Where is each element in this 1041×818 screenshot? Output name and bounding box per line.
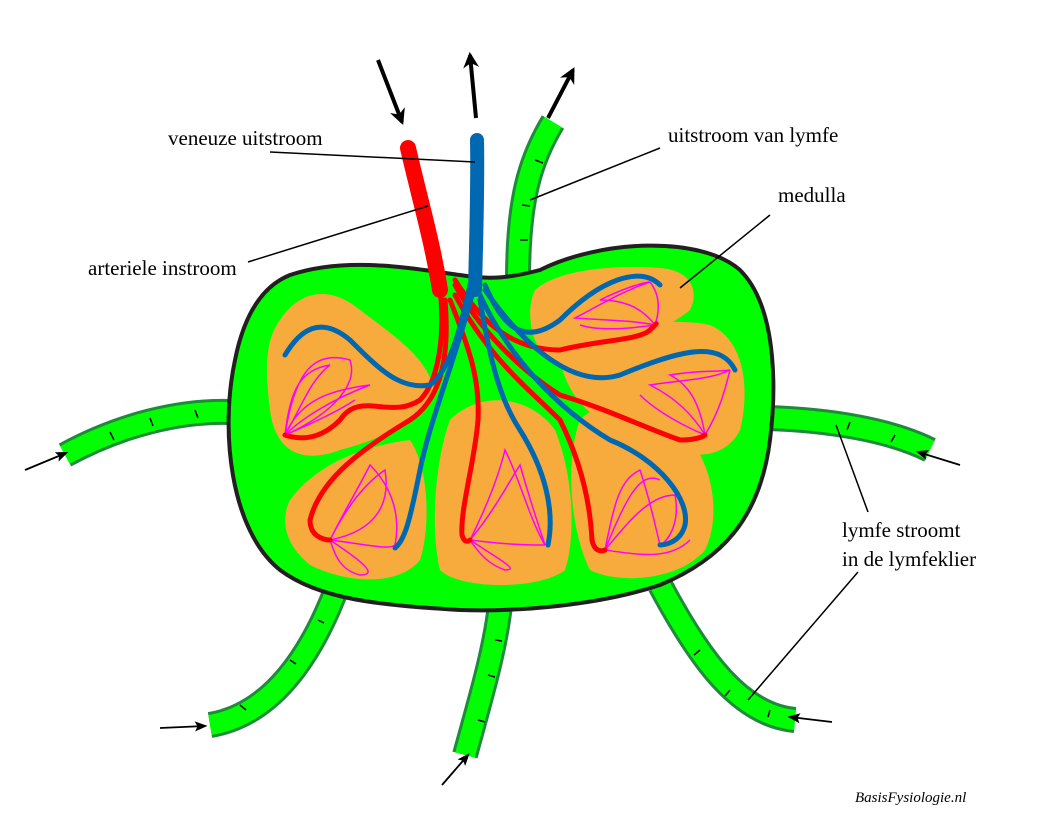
venous-vessels: [282, 133, 738, 551]
label-lymph-inflow-line1: lymfe stroomt: [842, 518, 961, 542]
capillaries: [284, 281, 731, 576]
lymph-inflow-arrows: [24, 450, 961, 786]
label-arterial-inflow: arteriele instroom: [88, 256, 237, 280]
flow-arrows: [376, 51, 575, 125]
label-medulla: medulla: [778, 183, 846, 207]
label-lymph-inflow-line2: in de lymfeklier: [842, 547, 976, 571]
lymph-vessels: [58, 115, 936, 759]
label-lymph-outflow: uitstroom van lymfe: [668, 123, 838, 147]
watermark: BasisFysiologie.nl: [855, 790, 966, 806]
lymph-outflow-arrow: [546, 67, 575, 119]
arterial-inflow-arrow: [376, 59, 405, 125]
label-venous-outflow: veneuze uitstroom: [168, 126, 323, 150]
venous-outflow-arrow: [463, 51, 480, 119]
leader-lines: [247, 147, 869, 701]
